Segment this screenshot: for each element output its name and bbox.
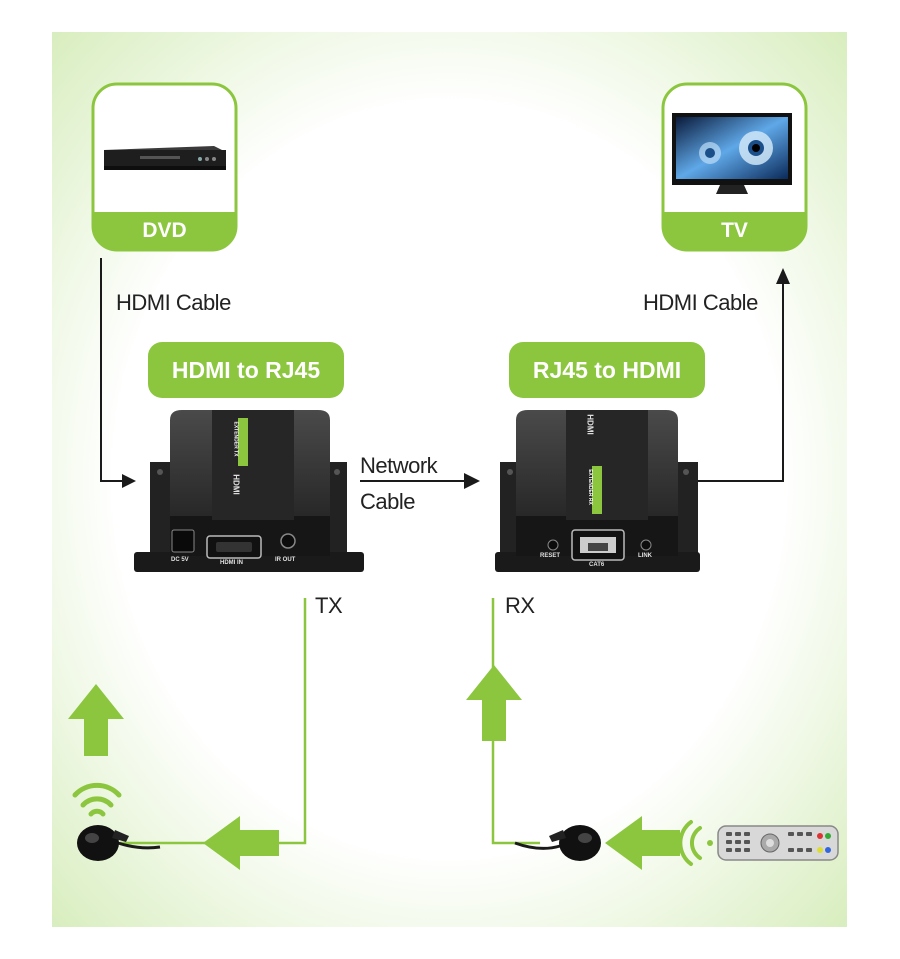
ir-receiver-icon — [514, 825, 601, 861]
rx-brand-print: HDMI — [585, 414, 595, 435]
tv-icon — [672, 113, 792, 194]
arrow-right-icon — [464, 473, 480, 489]
network-cable-label-line2: Cable — [360, 489, 415, 514]
ir-signal-icon — [678, 820, 713, 866]
ir-emitter-icon — [77, 825, 161, 861]
rx-extender-device — [495, 410, 700, 572]
network-cable-label-line1: Network — [360, 453, 438, 478]
tx-extender-device — [134, 410, 364, 572]
network-cable-arrow — [360, 473, 480, 489]
tx-brand-print: HDMI — [231, 474, 241, 495]
cat6-port-label: CAT6 — [589, 562, 605, 568]
wifi-signal-icon — [72, 782, 122, 817]
dvd-player-icon — [104, 146, 226, 170]
tx-label: TX — [315, 593, 343, 618]
hdmi-cable-right-label: HDMI Cable — [643, 290, 758, 315]
hdmi-in-label: HDMI IN — [220, 560, 243, 566]
hdmi-cable-left — [100, 258, 136, 488]
tx-strip-print: EXTENDER TX — [232, 421, 239, 457]
tx-title-badge: HDMI to RJ45 — [148, 342, 344, 398]
link-label: LINK — [638, 553, 652, 559]
green-arrow-up-icon — [68, 684, 124, 756]
rx-title-badge: RJ45 to HDMI — [509, 342, 705, 398]
rx-label: RX — [505, 593, 535, 618]
arrow-up-icon — [776, 268, 790, 284]
rx-strip-print: EXTENDER RX — [586, 469, 593, 505]
dc-port-label: DC 5V — [171, 557, 189, 563]
hdmi-cable-right — [690, 268, 790, 482]
tv-label: TV — [721, 219, 748, 242]
tv-card — [661, 82, 808, 252]
dvd-label: DVD — [142, 219, 187, 242]
dvd-card — [91, 82, 238, 252]
arrow-right-icon — [122, 474, 136, 488]
green-arrow-left-icon — [203, 816, 279, 870]
green-arrow-left-icon — [605, 816, 680, 870]
hdmi-cable-left-label: HDMI Cable — [116, 290, 231, 315]
tx-ir-cable — [120, 598, 307, 845]
reset-label: RESET — [540, 553, 561, 559]
green-arrow-up-icon — [466, 665, 522, 741]
ir-out-label: IR OUT — [275, 557, 296, 563]
remote-control-icon — [717, 825, 839, 861]
